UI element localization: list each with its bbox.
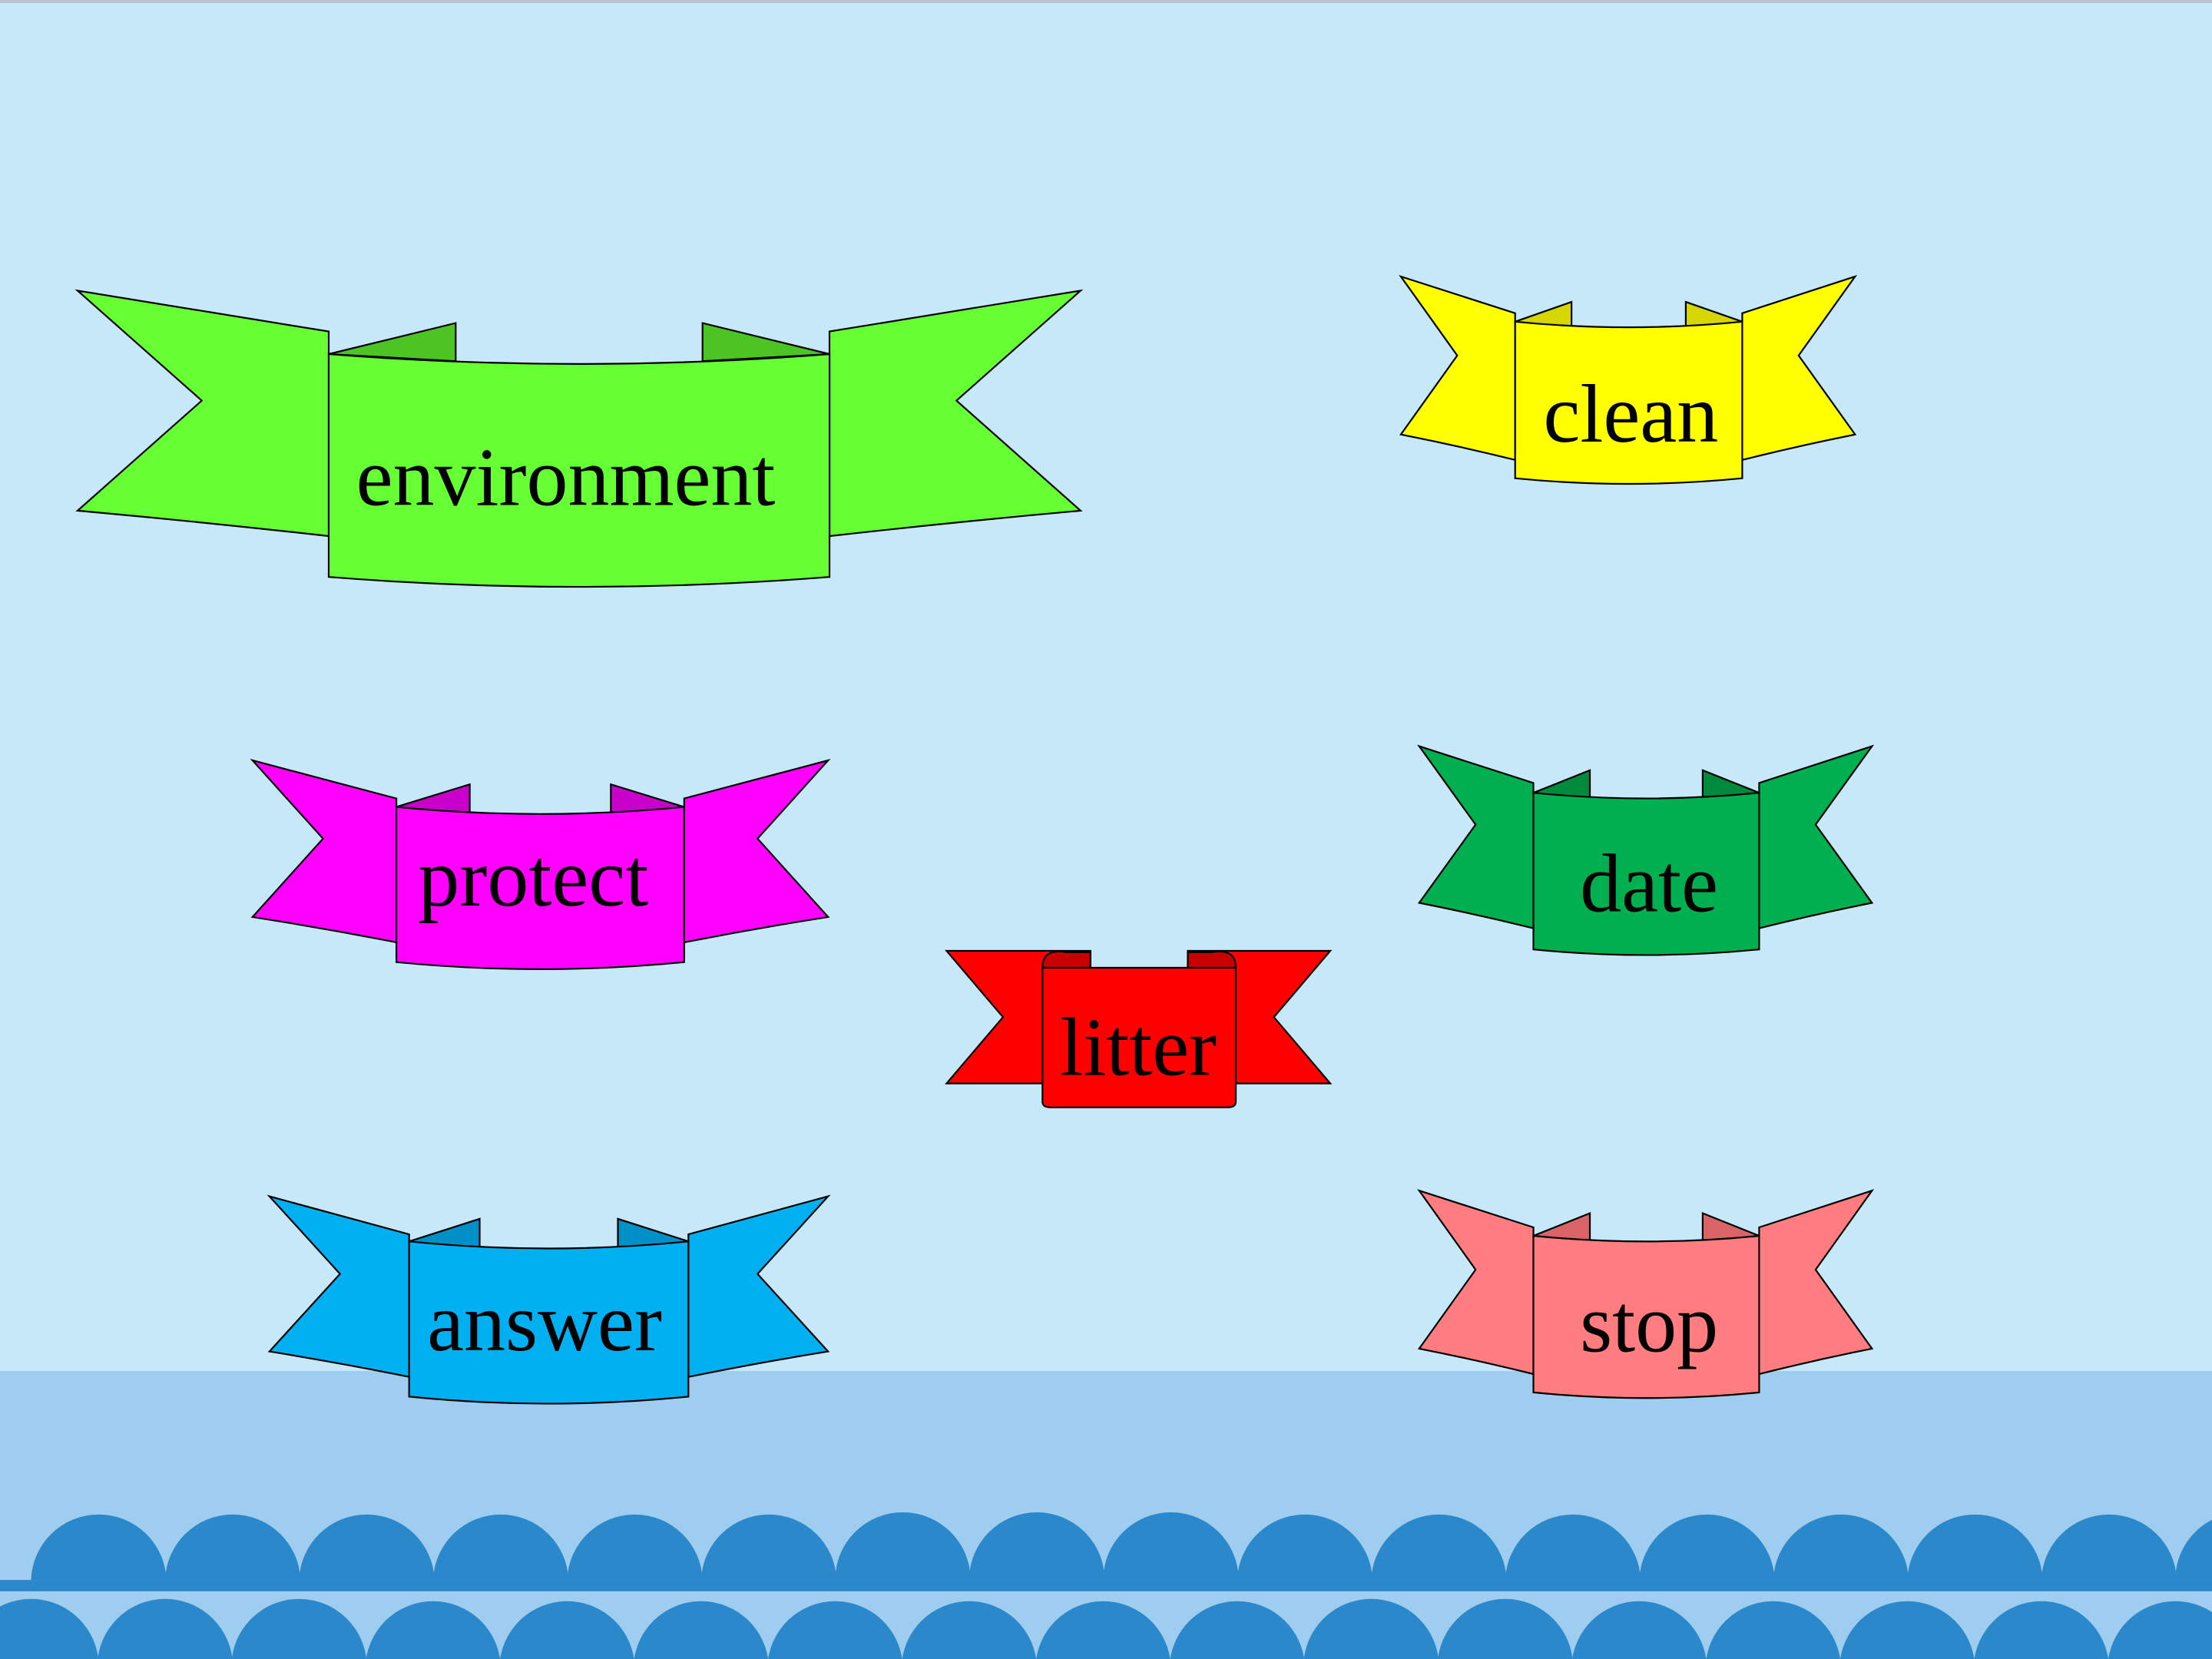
wave-decoration	[0, 1512, 2212, 1659]
banner-right-tail	[1758, 744, 1875, 930]
banner-left-tail	[1416, 744, 1535, 930]
wave-hump	[31, 1514, 167, 1581]
banner-center-panel	[327, 353, 831, 588]
banner-center-panel	[396, 806, 685, 970]
wave-hump	[1237, 1514, 1373, 1581]
banner-left-tail	[1399, 274, 1516, 462]
banner-right-tail	[687, 1194, 831, 1379]
banner-label: date	[1580, 839, 1718, 930]
wave-hump	[1170, 1601, 1305, 1659]
wave-band	[0, 1580, 2212, 1591]
banner-left-tail	[1416, 1189, 1535, 1376]
wave-hump	[1505, 1514, 1641, 1581]
wave-hump	[1438, 1598, 1573, 1659]
banner-center-panel	[1532, 1234, 1760, 1399]
wave-hump	[1103, 1512, 1239, 1581]
wave-hump	[567, 1514, 703, 1581]
banner-label: clean	[1543, 369, 1718, 460]
banner-center-panel	[408, 1240, 690, 1405]
banner-environment[interactable]: environment	[75, 289, 1084, 588]
wave-hump	[1773, 1514, 1909, 1581]
wave-hump	[1706, 1601, 1840, 1659]
banner-right-tail	[683, 758, 831, 944]
wave-hump	[700, 1514, 837, 1581]
banner-right-tail	[1758, 1189, 1875, 1376]
wave-hump	[1036, 1601, 1171, 1659]
wave-hump	[835, 1512, 971, 1581]
banner-label: stop	[1580, 1279, 1718, 1370]
wave-hump	[634, 1601, 769, 1659]
banner-label: answer	[427, 1277, 662, 1369]
wave-hump	[2108, 1601, 2212, 1659]
banner-left-tail	[267, 1194, 410, 1379]
wave-hump	[1572, 1601, 1707, 1659]
wave-hump	[0, 1598, 98, 1659]
wave-hump	[1974, 1601, 2108, 1659]
banner-center-panel	[1532, 791, 1760, 956]
wave-hump	[2175, 1519, 2212, 1581]
banner-layer: environment clean protect date litter answer s…	[75, 274, 1875, 1405]
wave-hump	[98, 1598, 233, 1659]
banner-right-tail	[828, 289, 1084, 538]
banner-answer[interactable]: answer	[267, 1194, 831, 1405]
banner-clean[interactable]: clean	[1399, 274, 1858, 485]
banner-center-panel	[1514, 320, 1743, 485]
banner-center-panel	[1041, 966, 1237, 1108]
banner-stop[interactable]: stop	[1416, 1189, 1875, 1399]
banner-fold-left	[1041, 950, 1091, 969]
top-edge-line	[0, 0, 2212, 3]
banner-label: environment	[356, 432, 776, 524]
wave-hump	[1840, 1601, 1975, 1659]
wave-hump	[1639, 1514, 1775, 1581]
wave-hump	[164, 1514, 301, 1581]
banner-label: protect	[418, 833, 648, 924]
wave-hump	[366, 1601, 501, 1659]
banner-protect[interactable]: protect	[250, 758, 831, 970]
wave-hump	[231, 1598, 366, 1659]
banner-date[interactable]: date	[1416, 744, 1875, 956]
banner-litter[interactable]: litter	[945, 949, 1333, 1108]
wave-hump	[969, 1512, 1105, 1581]
wave-hump	[768, 1601, 902, 1659]
banner-fold-right	[1187, 950, 1237, 969]
wave-hump	[299, 1514, 435, 1581]
banner-left-tail	[250, 758, 398, 944]
wave-hump	[2041, 1514, 2177, 1581]
wave-hump	[902, 1601, 1037, 1659]
banner-label: litter	[1060, 1002, 1217, 1094]
banner-right-tail	[1741, 274, 1858, 462]
banner-left-tail	[75, 289, 330, 538]
wave-hump	[1303, 1598, 1439, 1659]
wave-hump	[1907, 1514, 2043, 1581]
wave-hump	[432, 1514, 569, 1581]
wave-hump	[1371, 1514, 1507, 1581]
wave-hump	[500, 1601, 634, 1659]
